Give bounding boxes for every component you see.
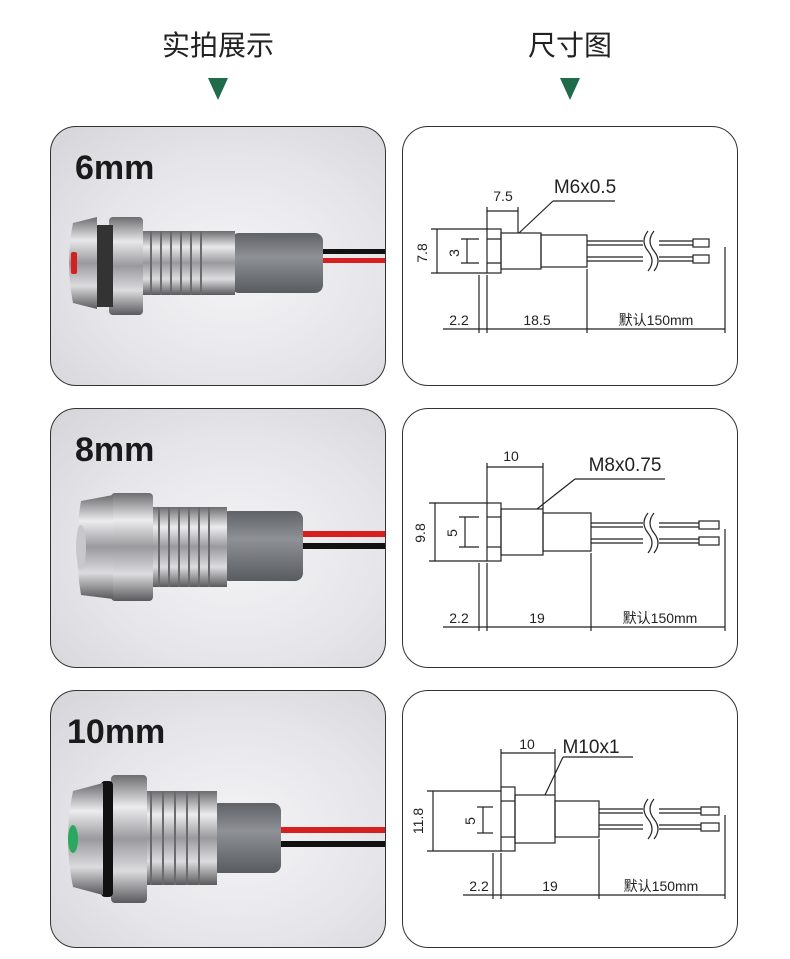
dim-head: 2.2 bbox=[469, 878, 489, 894]
dim-height: 11.8 bbox=[410, 808, 426, 834]
dim-height: 9.8 bbox=[412, 523, 428, 543]
indicator-light-photo bbox=[76, 493, 385, 601]
dim-body: 19 bbox=[542, 878, 558, 894]
dim-wire: 默认150mm bbox=[619, 312, 694, 328]
red-lens bbox=[71, 252, 77, 274]
dimension-drawing-8mm: 10 M8x0.75 9.8 5 2.2 19 默认150mm bbox=[402, 408, 738, 668]
dim-wire: 默认150mm bbox=[623, 610, 698, 626]
down-arrow-icon bbox=[560, 78, 580, 100]
section-title-photos: 实拍展示 bbox=[161, 29, 274, 62]
indicator-light-photo bbox=[69, 217, 385, 315]
photo-card-6mm: 6mm bbox=[50, 126, 386, 386]
size-label: 10mm bbox=[67, 713, 166, 751]
thread-spec: M8x0.75 bbox=[589, 455, 662, 476]
size-label: 6mm bbox=[75, 149, 155, 187]
dim-lens: 5 bbox=[462, 817, 478, 825]
down-arrow-icon bbox=[208, 78, 228, 100]
dimension-drawing-10mm: 10 M10x1 11.8 5 2.2 19 默认150mm bbox=[402, 690, 738, 948]
photo-card-10mm: 10mm bbox=[50, 690, 386, 948]
green-lens bbox=[68, 825, 78, 853]
technical-drawing: 10 M10x1 11.8 5 2.2 19 默认150mm bbox=[410, 736, 726, 899]
section-title-dimensions: 尺寸图 bbox=[527, 29, 612, 62]
dim-hex: 7.5 bbox=[493, 188, 513, 204]
thread-spec: M6x0.5 bbox=[554, 177, 616, 198]
dim-lens: 5 bbox=[444, 529, 460, 537]
indicator-light-photo bbox=[68, 775, 385, 903]
dim-hex: 10 bbox=[519, 736, 535, 752]
dim-lens: 3 bbox=[446, 249, 462, 257]
technical-drawing: 10 M8x0.75 9.8 5 2.2 19 默认150mm bbox=[412, 448, 726, 631]
size-label: 8mm bbox=[75, 431, 155, 469]
dim-height: 7.8 bbox=[414, 243, 430, 263]
thread-spec: M10x1 bbox=[562, 737, 619, 758]
dim-head: 2.2 bbox=[449, 312, 469, 328]
technical-drawing: 7.5 M6x0.5 7.8 3 2.2 18.5 默认150mm bbox=[414, 177, 726, 333]
dim-body: 18.5 bbox=[523, 312, 550, 328]
dim-hex: 10 bbox=[503, 448, 519, 464]
dim-body: 19 bbox=[529, 610, 545, 626]
dim-head: 2.2 bbox=[449, 610, 469, 626]
photo-card-8mm: 8mm bbox=[50, 408, 386, 668]
dim-wire: 默认150mm bbox=[624, 878, 699, 894]
dimension-drawing-6mm: 7.5 M6x0.5 7.8 3 2.2 18.5 默认150mm bbox=[402, 126, 738, 386]
